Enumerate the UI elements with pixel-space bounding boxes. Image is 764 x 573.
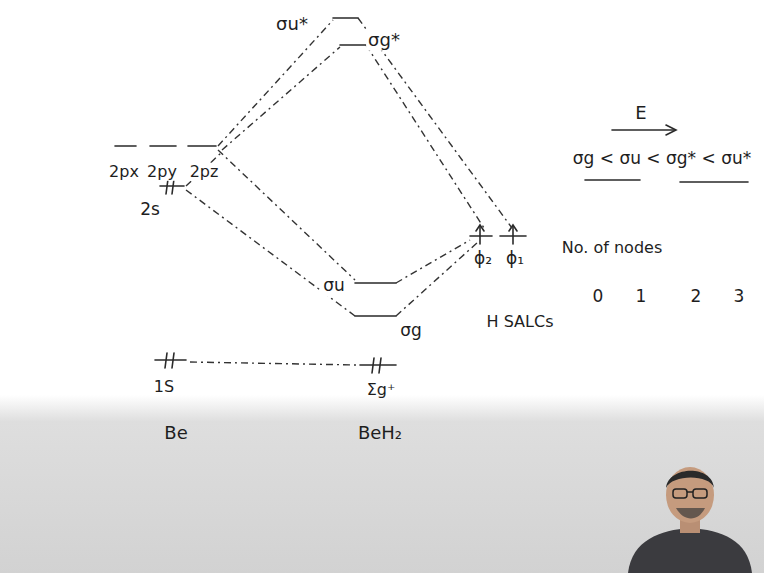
mo-label: σu* (274, 14, 310, 35)
node-count: 3 (732, 287, 747, 307)
mo-label: Σg⁺ (365, 381, 398, 399)
orbital-label: 2pz (188, 163, 221, 181)
energy-levels (115, 18, 526, 365)
correlation-lines (186, 18, 512, 365)
node-count: 1 (634, 287, 649, 307)
orbital-label: 1S (152, 378, 176, 396)
group-label: H SALCs (485, 313, 556, 331)
orbital-label: 2s (138, 200, 162, 220)
salc-label: ϕ₁ (504, 249, 526, 269)
fragment-label: Be (162, 423, 189, 444)
mo-label: σg (398, 321, 424, 341)
mo-label: σu (321, 276, 347, 296)
electron-marks (165, 179, 517, 373)
salc-label: ϕ₂ (472, 249, 494, 269)
energy-order: σg < σu < σg* < σu* (571, 149, 753, 169)
fragment-label: BeH₂ (356, 423, 404, 444)
axis-label: E (633, 103, 648, 124)
background-band (0, 395, 764, 573)
orbital-label: 2py (145, 163, 179, 181)
underlines (585, 180, 748, 182)
node-count: 2 (689, 287, 704, 307)
orbital-label: 2px (107, 163, 141, 181)
note: No. of nodes (560, 239, 664, 257)
energy-arrow (612, 125, 676, 135)
mo-label: σg* (366, 30, 402, 51)
node-count: 0 (591, 287, 606, 307)
presenter-figure (628, 467, 752, 573)
